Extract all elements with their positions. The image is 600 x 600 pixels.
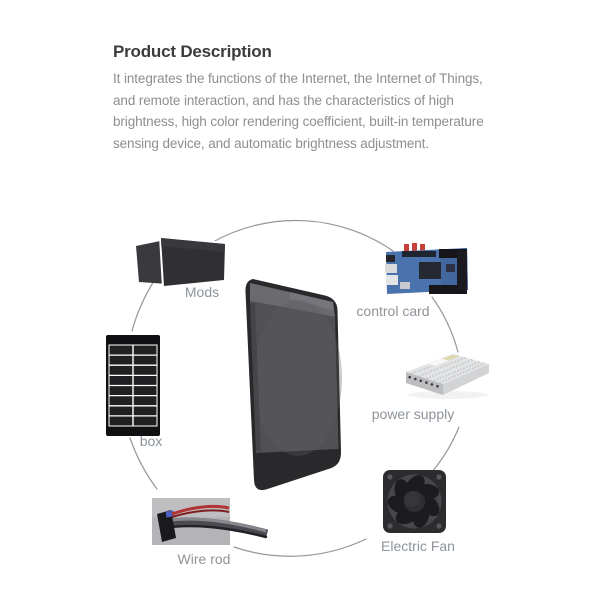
control-card-image [385,243,468,294]
pcb-connector-bottom [429,285,467,294]
display-panel-image [245,279,342,491]
pcb-port-dark [386,255,395,262]
pcb-usb-port [385,264,397,273]
psu-side-face [443,364,489,395]
cabinet-grid-border [108,344,158,427]
fan-screw [387,523,393,529]
panel-top-band [250,283,335,317]
label-control-card: control card [356,303,430,319]
label-box: box [139,433,163,449]
label-wire-rod: Wire rod [177,551,231,567]
connection-arcs [129,219,460,557]
fan-screw [436,523,442,529]
cable-connector [157,510,176,542]
fan-screw [436,474,442,480]
pcb-usb-port [386,275,398,285]
arc-box-to-wire-rod [129,437,158,490]
wire-rod-image [152,498,269,545]
pcb-capacitor [412,243,417,254]
fan-hub-highlight [404,491,420,507]
arc-mods-to-control-card [212,219,394,252]
blue-connector-tip [165,510,175,518]
panel-screen-sheen [254,300,342,456]
panel-left-shadow [250,302,261,452]
product-description-text: It integrates the functions of the Inter… [113,68,484,154]
fan-screw [387,474,393,480]
power-supply-image [406,354,489,399]
led-module-sheen [161,238,225,252]
pcb-capacitor [404,244,409,254]
psu-terminals [408,375,439,388]
description-line: and remote interaction, and has the char… [113,92,454,108]
panel-top-band-highlight [290,292,334,310]
pcb-capacitor [420,244,425,254]
description-line: sensing device, and automatic brightness… [113,135,429,151]
pcb-small-chip [446,264,455,272]
description-line: It integrates the functions of the Inter… [113,71,483,86]
pcb-silver-part [400,282,410,289]
label-electric-fan: Electric Fan [381,538,455,554]
arc-power-to-fan [430,426,460,474]
psu-shadow [408,391,488,399]
psu-yellow-label [442,354,459,361]
mods-image [136,236,227,288]
red-wire-dark [171,509,230,518]
psu-label-strip [428,358,449,366]
description-line: brightness, high color rendering coeffic… [113,114,484,129]
arc-control-card-to-power [431,296,459,353]
ribbon-cable [162,517,269,539]
red-wire [171,504,230,516]
pcb-connector-right [457,251,467,290]
electric-fan-image [383,470,446,533]
label-power-supply: power supply [371,406,455,422]
panel-screen [250,301,339,453]
label-mods: Mods [184,284,220,300]
pcb-chip [419,262,441,279]
pcb-connector-top [439,249,467,258]
arc-wire-rod-to-fan [233,538,367,557]
arc-mods-to-box [131,280,155,332]
box-image [106,335,160,436]
ribbon-cable-highlight [162,517,267,533]
pcb-pin-header [402,251,436,257]
page-title: Product Description [113,42,272,61]
